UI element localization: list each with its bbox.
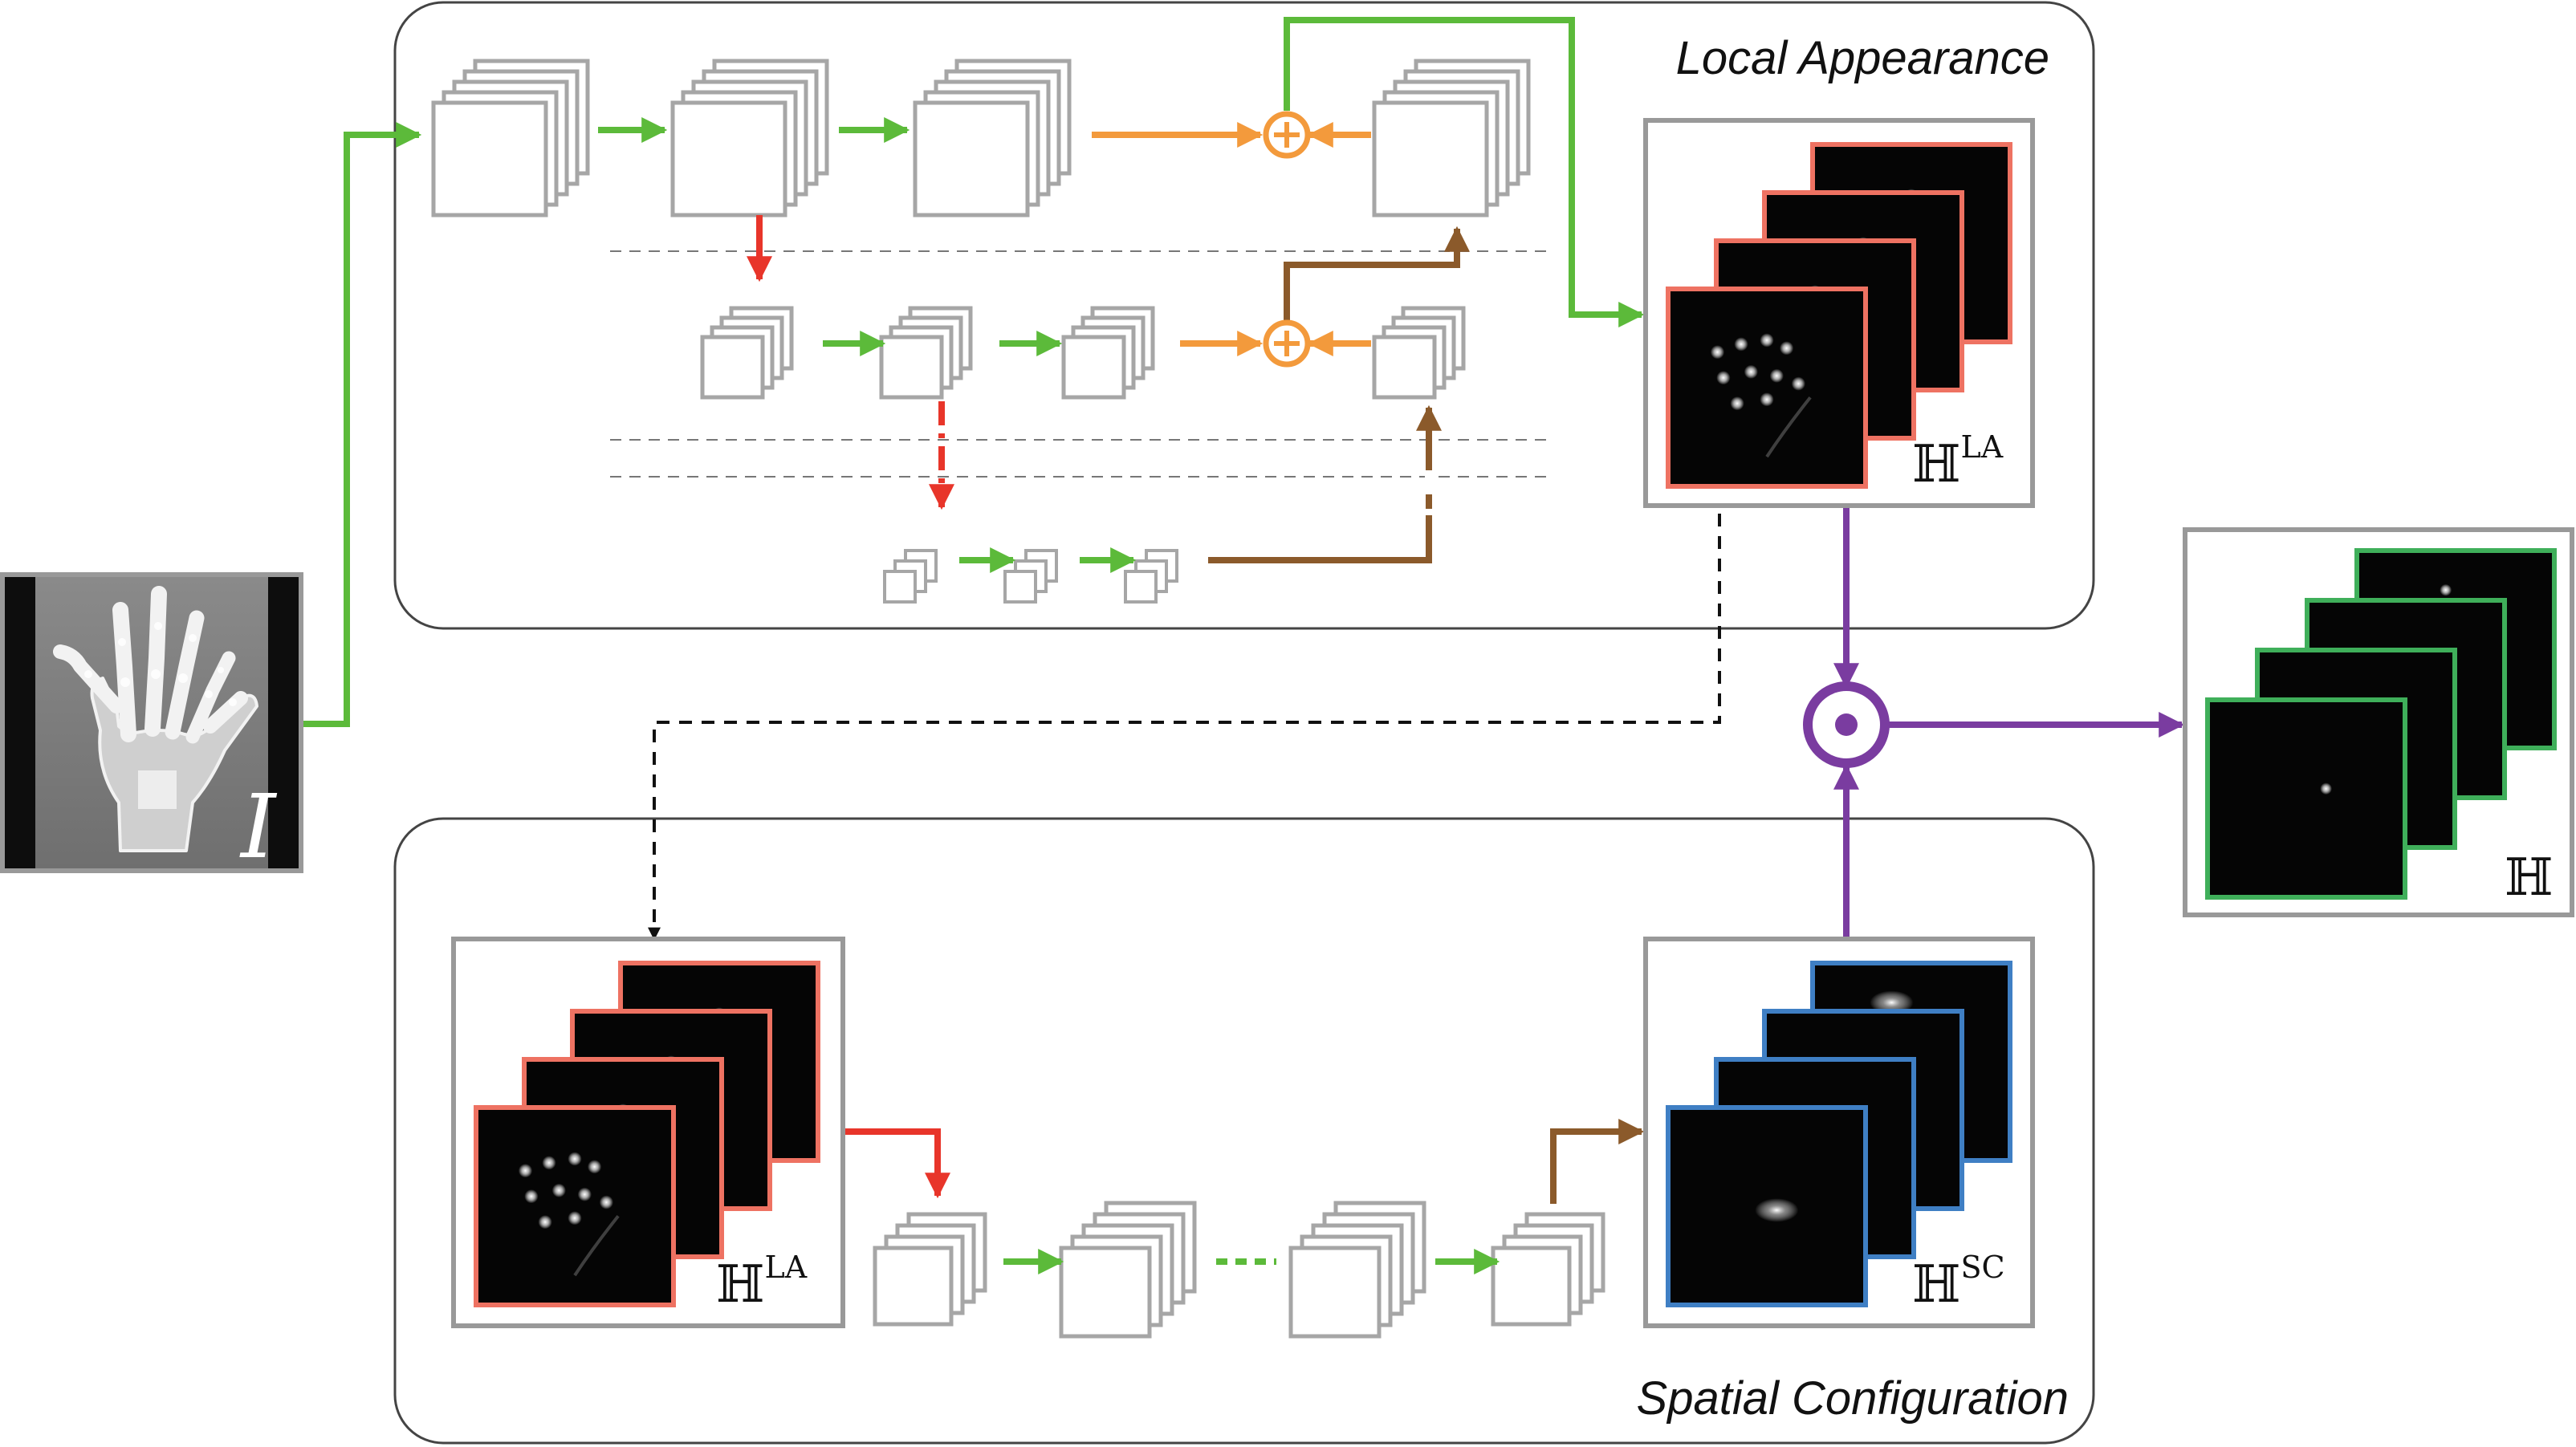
local-appearance-panel [393,1,2095,630]
feature-map-stack [1491,1212,1605,1327]
la-output-arrow [1284,17,1645,327]
feature-map-stacks [431,59,1605,1339]
output-heatmap-label: ℍ [2505,848,2553,908]
sc-heatmap-box: ℍSC [1643,937,2035,1328]
input-xray-image: I [0,572,303,878]
feature-map [883,570,917,604]
feature-map-stack [879,306,973,400]
heatmap-layer [1666,287,1868,489]
la-heatmap-stack-copy [474,961,820,1307]
sc-down-arrow [843,1128,950,1199]
output-heatmap-box: ℍ [2183,527,2574,917]
feature-map-stack [1003,549,1058,604]
feature-map [670,100,787,217]
heatmap-layer [474,1105,676,1307]
feature-map [1372,335,1437,400]
hand-icon [53,586,258,852]
heatmap-layer [1666,1105,1868,1307]
la-heatmap-to-sc-dashed-arrow [648,491,1721,941]
feature-map-stack [1061,306,1155,400]
la-up-arrow-l2 [1284,226,1470,321]
feature-map-stack [1372,306,1466,400]
sc-heatmap-label: ℍSC [1912,1250,2005,1315]
feature-map-stack [1124,549,1178,604]
la-heatmap-box: ℍLA [1643,118,2035,508]
input-to-la-arrow [303,122,422,727]
feature-map [879,335,944,400]
sc-up-arrow [1550,1119,1645,1204]
feature-map [873,1246,954,1327]
la-heatmap-box-sc-input: ℍLA [451,937,845,1328]
spatial-configuration-title: Spatial Configuration [1637,1372,2069,1425]
heatmap-layer [2205,697,2407,900]
level-separators [610,250,1548,478]
feature-map [1059,1246,1152,1339]
feature-map [1491,1246,1572,1327]
feature-map-stack [700,306,794,400]
feature-map [700,335,765,400]
feature-map-stack [883,549,938,604]
feature-map-stack [1288,1201,1426,1339]
addition-operator-l1 [1263,111,1311,159]
la-heatmap-label: ℍLA [1912,429,2004,494]
feature-map [1061,335,1126,400]
feature-map-stack [913,59,1072,217]
feature-map [1372,100,1489,217]
output-heatmap-stack [2205,548,2557,900]
la-heatmap-copy-label: ℍLA [716,1250,808,1315]
feature-map-stack [431,59,590,217]
feature-map-stack [873,1212,987,1327]
local-appearance-arrows [303,17,1645,727]
la-up-arrow-l3 [1208,404,1442,563]
local-appearance-title: Local Appearance [1676,32,2049,84]
feature-map [913,100,1030,217]
input-symbol: I [239,775,278,878]
spatial-configuration-panel [393,817,2095,1445]
feature-map [1003,570,1037,604]
feature-map [1288,1246,1382,1339]
sc-heatmap-stack [1666,961,2012,1307]
feature-map [431,100,548,217]
feature-map [1124,570,1158,604]
la-heatmap-stack [1666,142,2012,489]
combine-arrows [1833,507,2185,941]
feature-map-stack [1372,59,1531,217]
elementwise-product-operator [1803,681,1890,768]
feature-map-stack [670,59,829,217]
addition-operator-l2 [1263,319,1311,368]
feature-map-stack [1059,1201,1197,1339]
spatial-configuration-arrows [843,1119,1645,1274]
